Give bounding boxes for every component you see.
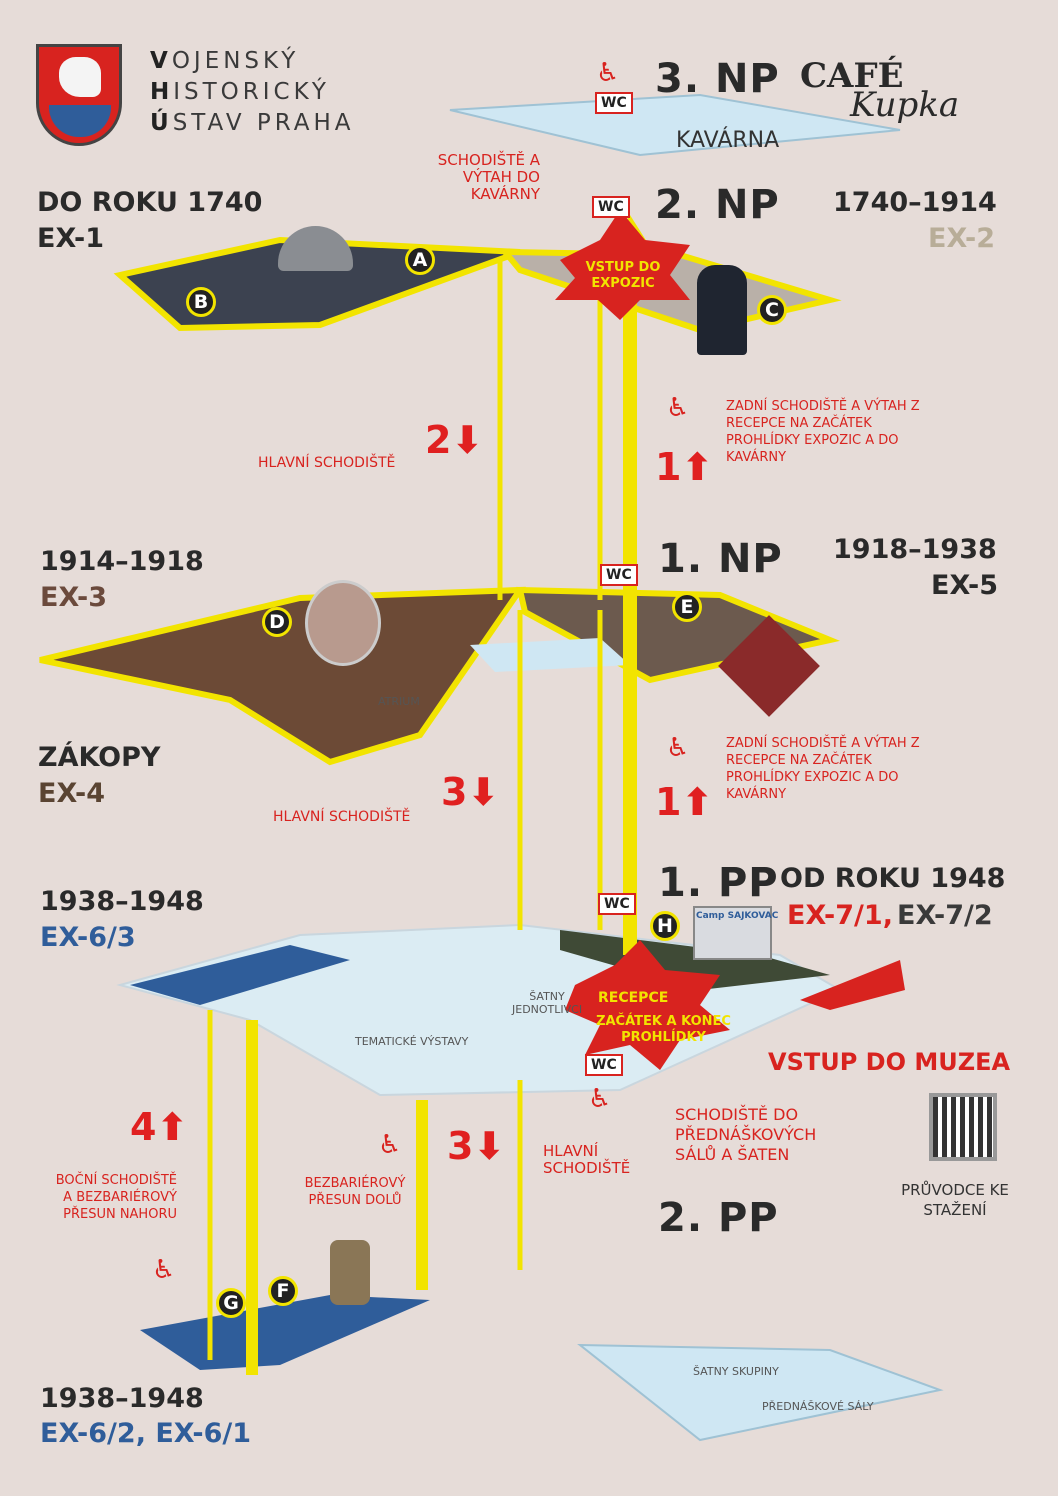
stairs-to-cafe-label: SCHODIŠTĚ A VÝTAH DO KAVÁRNY xyxy=(437,151,540,203)
floor-label-3np: 3. NP xyxy=(655,56,780,102)
elevator-shaft xyxy=(623,240,637,955)
wheelchair-icon: ♿ xyxy=(596,58,620,88)
lecture-stairs-label: SCHODIŠTĚ DO PŘEDNÁŠKOVÝCH SÁLŮ A ŠATEN xyxy=(675,1105,817,1164)
marker-b: B xyxy=(186,287,216,317)
expo-entrance-burst xyxy=(555,210,690,320)
reception-burst xyxy=(565,940,730,1070)
cafe-name: CAFÉ xyxy=(800,56,904,96)
barrierfree-down-shaft xyxy=(416,1100,428,1290)
ex1-period: DO ROKU 1740 xyxy=(37,187,263,218)
marker-f: F xyxy=(268,1276,298,1306)
back-stairs-label-1: ZADNÍ SCHODIŠTĚ A VÝTAH Z RECEPCE NA ZAČ… xyxy=(726,399,920,465)
ex6-3-plate xyxy=(130,945,350,1005)
floor-plate-3np xyxy=(449,93,901,157)
floor-label-1np: 1. NP xyxy=(658,536,783,582)
barrierfree-up-shaft xyxy=(246,1020,258,1375)
cafe-room: KAVÁRNA xyxy=(676,128,780,153)
institution-line-3: ÚSTAV PRAHA xyxy=(150,110,355,136)
camp-sign xyxy=(693,906,772,960)
coat-of-arms xyxy=(36,44,122,146)
elevator-icon-2: ♿ xyxy=(666,733,690,763)
wc-sign-2np: WC xyxy=(592,196,630,218)
main-stairs-label-3: HLAVNÍ SCHODIŠTĚ xyxy=(543,1142,631,1177)
marker-e: E xyxy=(672,592,702,622)
ex1-code: EX-1 xyxy=(37,223,105,254)
lion-emblem xyxy=(59,57,101,97)
thematic-label: TEMATICKÉ VÝSTAVY xyxy=(355,1035,469,1048)
museum-entrance-label: VSTUP DO MUZEA xyxy=(768,1048,1011,1076)
floor-label-1pp: 1. PP xyxy=(658,860,779,906)
main-stairs-label-1: HLAVNÍ SCHODIŠTĚ xyxy=(258,455,396,471)
ex2-period: 1740–1914 xyxy=(833,187,997,218)
step-1-arrow-upper: 1⬆ xyxy=(655,445,714,489)
step-1-arrow-lower: 1⬆ xyxy=(655,780,714,824)
ex3-period: 1914–1918 xyxy=(40,546,204,577)
elevator-icon-down: ♿ xyxy=(378,1130,402,1160)
ex2-code: EX-2 xyxy=(928,223,996,254)
ex6-plate-2pp xyxy=(140,1295,430,1370)
ex6-21-code: EX-6/2, EX-6/1 xyxy=(40,1418,252,1449)
marker-c: C xyxy=(757,295,787,325)
reception-label: RECEPCE xyxy=(598,990,669,1006)
floor-label-2np: 2. NP xyxy=(655,182,780,228)
ex5-code: EX-5 xyxy=(931,570,999,601)
expo-entrance-label: VSTUP DO EXPOZIC xyxy=(585,260,661,291)
cloakroom-groups-label: ŠATNY SKUPINY xyxy=(693,1365,779,1378)
ex4-period: ZÁKOPY xyxy=(38,742,161,773)
floor-plate-ex3-ex4 xyxy=(39,586,526,766)
ex5-period: 1918–1938 xyxy=(833,534,997,565)
cafe-script: Kupka xyxy=(850,85,960,125)
uniform-exhibit xyxy=(697,265,747,355)
atrium-plate xyxy=(470,638,630,672)
canister-exhibit xyxy=(330,1240,370,1305)
lecture-halls-label: PŘEDNÁŠKOVÉ SÁLY xyxy=(762,1400,874,1413)
main-stairs-label-2: HLAVNÍ SCHODIŠTĚ xyxy=(273,809,411,825)
institution-line-2: HISTORICKÝ xyxy=(150,79,330,105)
wc-sign-1np: WC xyxy=(600,564,638,586)
institution-name: VOJENSKÝ HISTORICKÝ ÚSTAV PRAHA xyxy=(150,46,355,139)
entrance-arrow xyxy=(800,960,905,1010)
ex6-3-period: 1938–1948 xyxy=(40,886,204,917)
guide-label: PRŮVODCE KE STAŽENÍ xyxy=(901,1181,1009,1219)
ex7-code-a: EX-7/1, xyxy=(787,900,893,931)
wc-sign-1pp: WC xyxy=(598,893,636,915)
atrium-label: ATRIUM xyxy=(378,695,420,708)
ex7-period: OD ROKU 1948 xyxy=(780,863,1006,894)
ex6-21-period: 1938–1948 xyxy=(40,1383,204,1414)
ex7-code-b: EX-7/2 xyxy=(897,900,993,931)
camp-sign-label: Camp SAJKOVAC xyxy=(696,911,779,921)
step-3-arrow-upper: 3⬇ xyxy=(441,770,500,814)
elevator-icon-side: ♿ xyxy=(152,1255,176,1285)
ex6-3-code: EX-6/3 xyxy=(40,922,136,953)
elevator-icon-1: ♿ xyxy=(666,393,690,423)
ex4-code: EX-4 xyxy=(38,778,106,809)
wc-sign-reception: WC xyxy=(585,1054,623,1076)
marker-h: H xyxy=(650,911,680,941)
marker-d: D xyxy=(262,607,292,637)
marker-a: A xyxy=(405,245,435,275)
back-stairs-label-2: ZADNÍ SCHODIŠTĚ A VÝTAH Z RECEPCE NA ZAČ… xyxy=(726,736,920,802)
step-3-arrow-lower: 3⬇ xyxy=(447,1124,506,1168)
ex3-code: EX-3 xyxy=(40,582,108,613)
qr-code[interactable] xyxy=(929,1093,997,1161)
cloakroom-single-label: ŠATNY JEDNOTLIVCI xyxy=(512,990,583,1016)
wc-sign-3np: WC xyxy=(595,92,633,114)
side-stairs-label: BOČNÍ SCHODIŠTĚ A BEZBARIÉROVÝ PŘESUN NA… xyxy=(55,1173,177,1222)
building-emblem xyxy=(49,105,111,137)
lecture-plate xyxy=(577,1343,944,1442)
wheelchair-icon-reception: ♿ xyxy=(588,1084,612,1114)
badge-exhibit xyxy=(305,580,381,666)
reception-sub-label: ZAČÁTEK A KONEC PROHLÍDKY xyxy=(596,1014,731,1045)
marker-g: G xyxy=(216,1288,246,1318)
step-2-arrow: 2⬇ xyxy=(425,418,484,462)
barrierfree-down-label: BEZBARIÉROVÝ PŘESUN DOLŮ xyxy=(304,1176,406,1208)
institution-line-1: VOJENSKÝ xyxy=(150,48,300,74)
step-4-arrow: 4⬆ xyxy=(130,1105,189,1149)
floor-label-2pp: 2. PP xyxy=(658,1195,779,1241)
